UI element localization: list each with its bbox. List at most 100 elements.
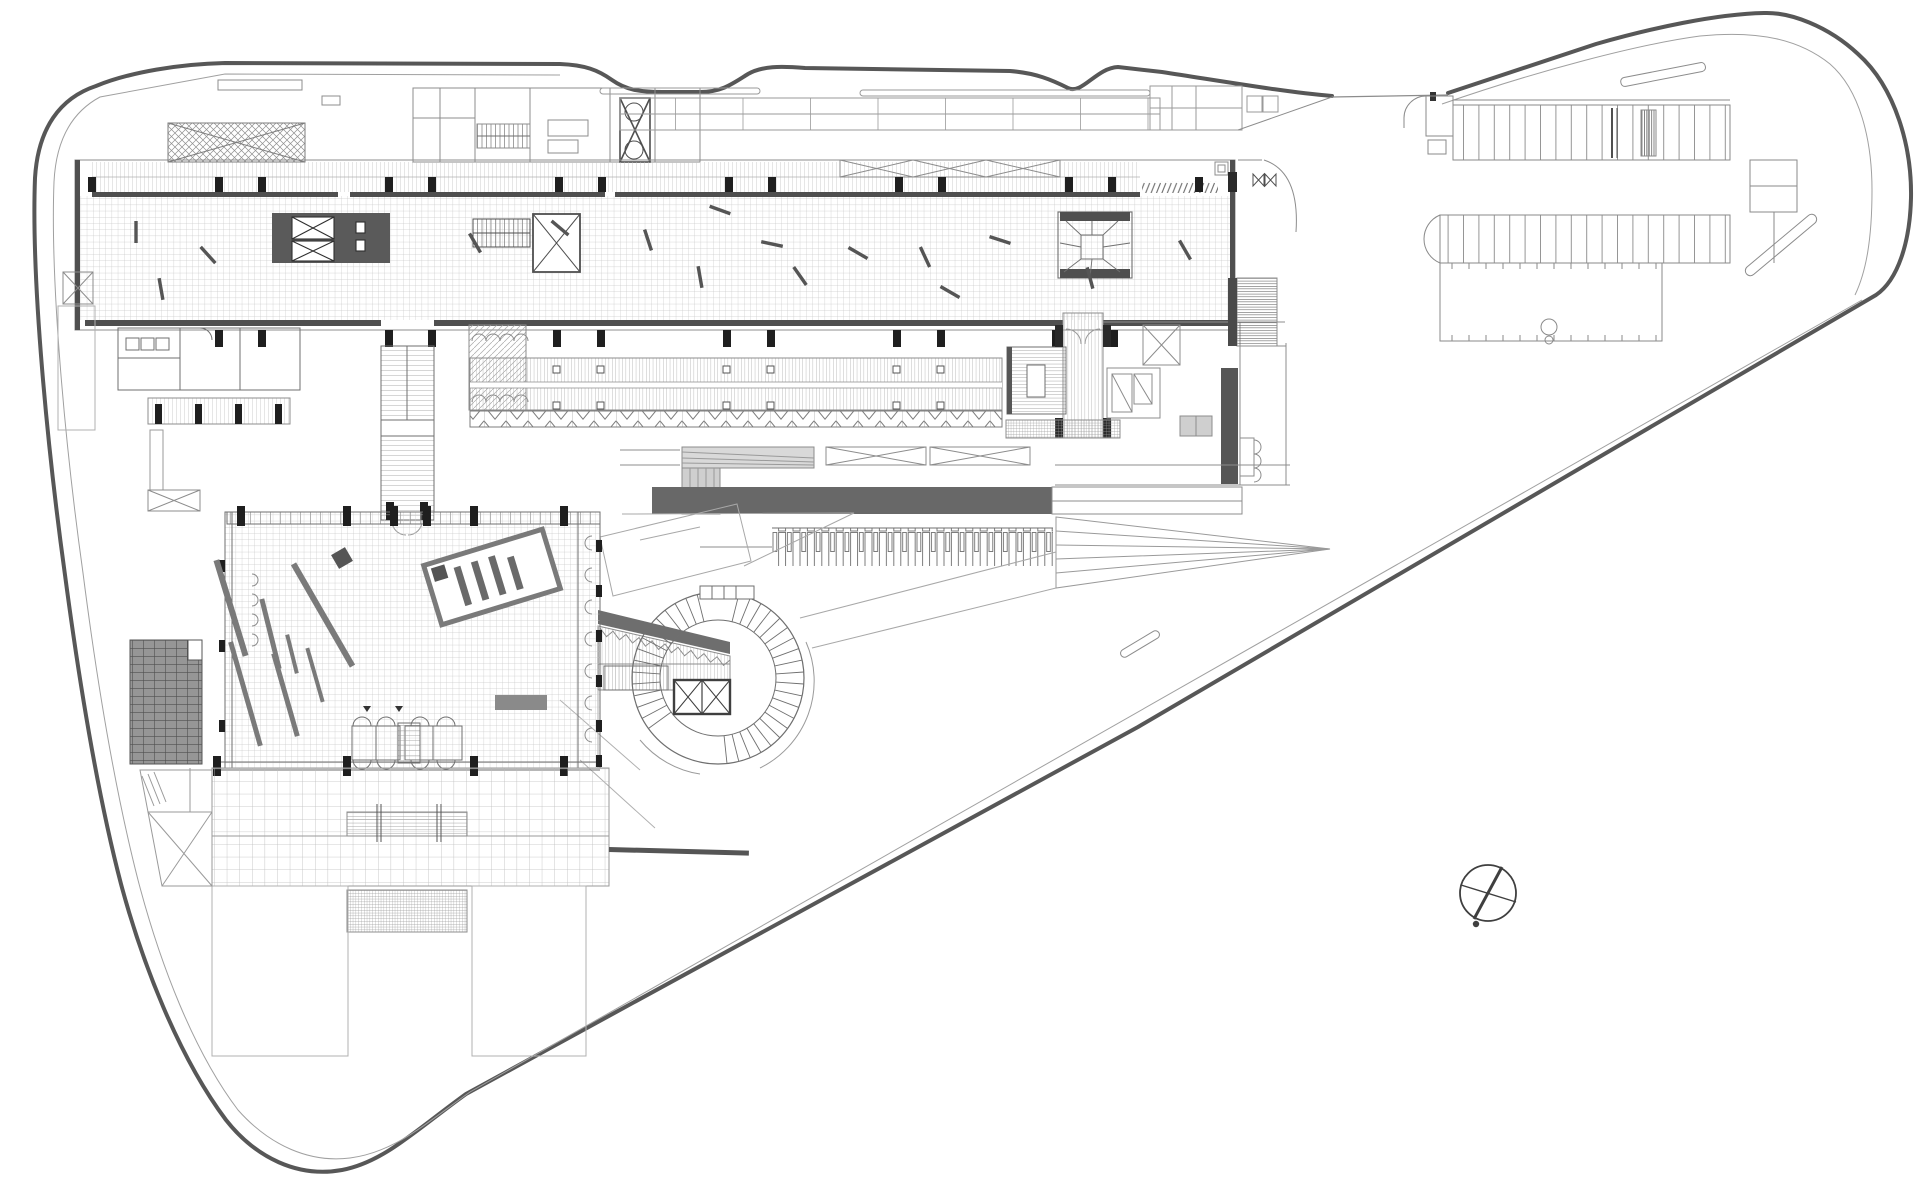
column: [213, 756, 221, 776]
dark-diagonal-wall: [598, 610, 730, 654]
inner-road-top-right: [1441, 33, 1873, 296]
west-terraces: [139, 769, 213, 887]
site-boundary: [32, 10, 1914, 1174]
spiral-tread: [648, 627, 672, 645]
art-wall-dash: [468, 232, 482, 254]
art-wall-dash: [847, 246, 869, 260]
spiral-tread: [772, 697, 799, 708]
spiral-treads: [632, 594, 804, 764]
sw-partitions: [213, 547, 356, 747]
column: [596, 720, 602, 732]
partition-scallop: [251, 573, 259, 647]
stair-tread: [1065, 220, 1082, 236]
column: [428, 177, 436, 192]
art-wall-dash: [760, 240, 784, 248]
west-xbox-upper: [57, 271, 96, 431]
column-base: [552, 401, 561, 410]
spiral-tread: [772, 648, 799, 659]
east-entrance-zone: [1214, 96, 1333, 233]
art-wall-dash: [918, 246, 932, 268]
column: [155, 404, 162, 424]
room-ticks: [1451, 263, 1657, 341]
column: [385, 177, 393, 192]
column: [385, 330, 393, 347]
column: [598, 177, 606, 192]
sw-right-wall-scallops: [584, 535, 593, 743]
promenade-terrace-band: [469, 357, 1003, 411]
spiral-tread: [759, 717, 781, 739]
column: [560, 506, 568, 526]
site-entrance-gap-line: [1331, 94, 1449, 98]
spiral-tread: [641, 637, 668, 652]
spiral-tread: [641, 704, 668, 719]
spiral-tread: [775, 681, 804, 685]
inner-road-left-bottom: [52, 73, 1863, 1160]
art-wall-dash: [792, 266, 808, 286]
entry-comb-ticks: [1142, 181, 1218, 193]
column-base: [892, 401, 901, 410]
column: [1110, 330, 1118, 347]
column: [553, 330, 561, 347]
spiral-tread: [768, 637, 795, 652]
x-panel: [1142, 324, 1181, 366]
west-strip: [147, 397, 291, 425]
spiral-tread: [685, 598, 697, 625]
partition-scallops: [251, 573, 259, 647]
spiral-tread: [632, 671, 661, 675]
column: [343, 756, 351, 776]
truss-bridge-band: [469, 410, 1003, 428]
compass-north-arrow: [1459, 864, 1517, 928]
stair-tread: [1059, 242, 1082, 248]
column: [258, 330, 266, 347]
dark-retaining-band: [652, 487, 1052, 514]
wall-scallop: [584, 535, 593, 743]
art-wall-dash: [642, 229, 654, 251]
spiral-tread: [655, 617, 677, 639]
spiral-tread: [648, 711, 672, 729]
column: [768, 177, 776, 192]
entry-ramp: [597, 625, 731, 691]
spiral-tread: [746, 603, 762, 628]
column: [725, 177, 733, 192]
column-base: [892, 365, 901, 374]
stair-elevator-mid: [472, 213, 581, 273]
crosshatch-block-x: [167, 122, 306, 163]
column: [219, 560, 225, 572]
column: [219, 720, 225, 732]
column: [1108, 177, 1116, 192]
roof-strip-a: [217, 79, 303, 91]
parking-stair-comb: [1640, 109, 1657, 157]
column: [428, 330, 436, 347]
column: [219, 640, 225, 652]
spiral-tread: [768, 704, 795, 719]
striped-stair-block: [1228, 277, 1278, 347]
column: [767, 330, 775, 347]
hall-columns-bottom: [215, 330, 1118, 347]
spiral-tread: [753, 723, 772, 747]
column-base: [552, 365, 561, 374]
south-terraces: [189, 767, 749, 1057]
wide-exterior-stair: [346, 804, 468, 842]
column: [390, 506, 398, 526]
west-rooms-block: [117, 327, 301, 391]
column: [423, 506, 431, 526]
spiral-elevators: [672, 678, 732, 716]
spiral-landing: [699, 585, 755, 600]
column-base: [766, 401, 775, 410]
art-wall-dash: [696, 265, 704, 289]
parking-row-bottom: [1423, 214, 1731, 264]
column-base: [596, 365, 605, 374]
skylight-band: [599, 85, 1279, 131]
column-base: [722, 401, 731, 410]
column: [215, 330, 223, 347]
column: [343, 506, 351, 526]
parking-service-room: [1439, 262, 1663, 345]
column: [937, 330, 945, 347]
column: [275, 404, 282, 424]
link-corridor-east: [1055, 312, 1111, 439]
art-wall-dash: [939, 285, 961, 299]
spiral-tread: [696, 594, 705, 622]
column: [596, 540, 602, 552]
parking-ramp-box: [1749, 159, 1798, 263]
spiral-tread: [633, 689, 662, 697]
